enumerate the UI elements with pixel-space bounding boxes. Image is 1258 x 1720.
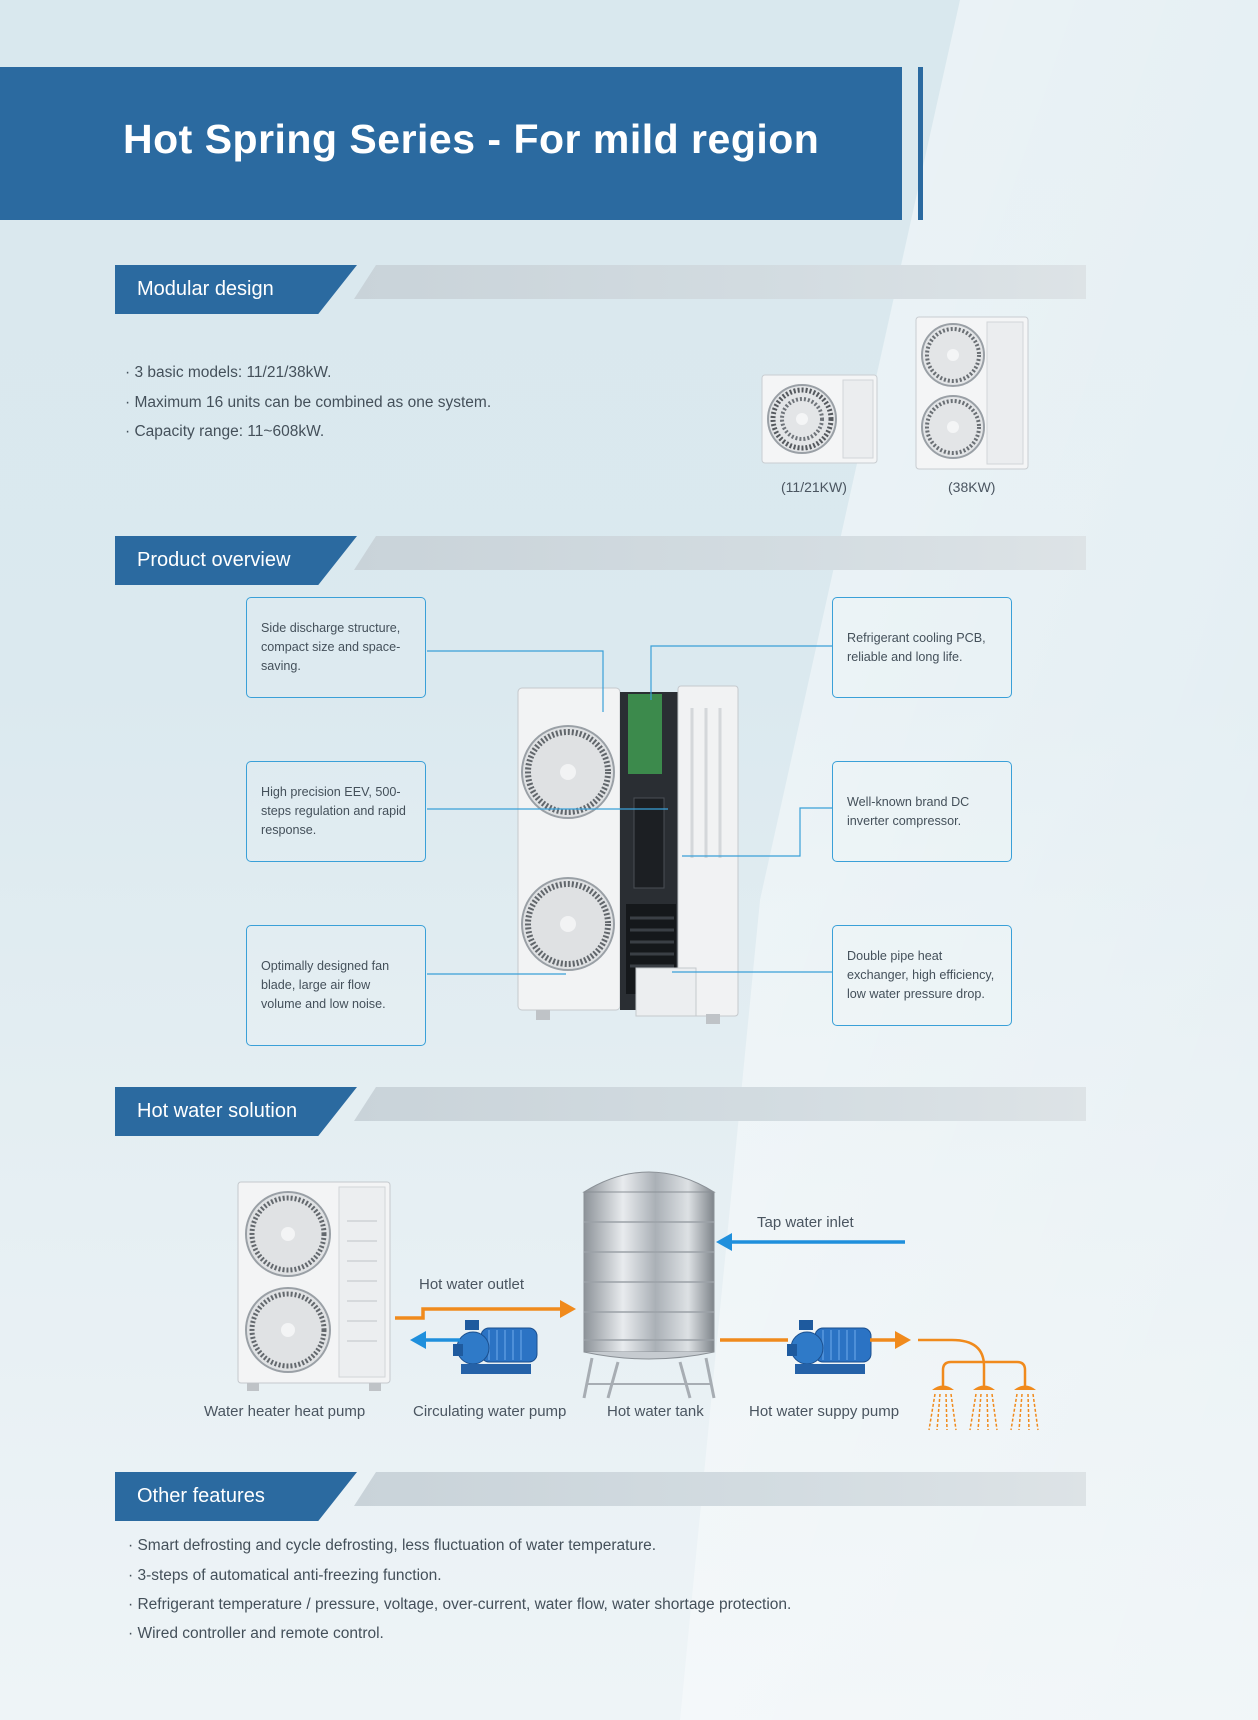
large-unit-caption: (38KW) [948,479,996,495]
feature-box-compressor: Well-known brand DC inverter compressor. [832,761,1012,862]
product-cutaway-image [517,685,739,1024]
feature-bullet: · 3-steps of automatical anti-freezing f… [128,1567,442,1584]
feature-bullet: · Wired controller and remote control. [128,1625,384,1642]
feature-box-heat-exchanger: Double pipe heat exchanger, high efficie… [832,925,1012,1026]
section-title-modular: Modular design [115,265,357,314]
circulating-pump-label: Circulating water pump [413,1403,567,1420]
shower-distribution-pipes [918,1338,1027,1388]
tap-water-inlet-label: Tap water inlet [757,1214,854,1231]
supply-pump-image [787,1320,872,1374]
supply-pump-label: Hot water suppy pump [749,1403,900,1420]
header-banner [0,67,902,220]
modular-bullet: · 3 basic models: 11/21/38kW. [125,364,332,381]
page-title: Hot Spring Series - For mild region [123,116,820,162]
tap-water-inlet-arrow [716,1233,905,1251]
feature-box-pcb: Refrigerant cooling PCB, reliable and lo… [832,597,1012,698]
small-unit-caption: (11/21KW) [781,479,847,495]
feature-box-text: Double pipe heat exchanger, high efficie… [847,949,995,1001]
section-strip [354,265,1086,299]
section-strip [354,1472,1086,1506]
shower-heads [932,1385,1036,1390]
circulating-pump-image [453,1320,538,1374]
water-spray [928,1393,1039,1431]
feature-box-text: Well-known brand DC inverter compressor. [847,794,970,828]
feature-box-text: Optimally designed fan blade, large air … [261,959,390,1011]
section-strip [354,536,1086,570]
section-strip [354,1087,1086,1121]
heat-pump-label: Water heater heat pump [204,1403,366,1420]
hot-water-tank-label: Hot water tank [607,1403,704,1420]
feature-box-eev: High precision EEV, 500-steps regulation… [246,761,426,862]
feature-box-side-discharge: Side discharge structure, compact size a… [246,597,426,698]
feature-bullet: · Refrigerant temperature / pressure, vo… [128,1596,792,1613]
hot-water-outlet-arrow [395,1300,576,1320]
supply-line-arrow [720,1331,911,1349]
heat-pump-image [237,1181,391,1391]
feature-box-text: Side discharge structure, compact size a… [261,621,401,673]
section-title-other: Other features [115,1472,357,1521]
section-title-overview: Product overview [115,536,357,585]
header-accent-bar [918,67,923,220]
hot-water-outlet-label: Hot water outlet [419,1276,525,1293]
feature-box-text: High precision EEV, 500-steps regulation… [261,785,406,837]
section-title-hotwater: Hot water solution [115,1087,357,1136]
large-unit-image [915,316,1029,470]
modular-bullet: · Maximum 16 units can be combined as on… [125,394,492,411]
hot-water-tank-image [582,1171,716,1399]
feature-box-fan-blade: Optimally designed fan blade, large air … [246,925,426,1046]
small-unit-image [761,374,878,464]
feature-bullet: · Smart defrosting and cycle defrosting,… [128,1537,657,1554]
return-water-arrow [410,1331,460,1349]
modular-bullet: · Capacity range: 11~608kW. [125,423,325,440]
feature-box-text: Refrigerant cooling PCB, reliable and lo… [847,630,986,664]
